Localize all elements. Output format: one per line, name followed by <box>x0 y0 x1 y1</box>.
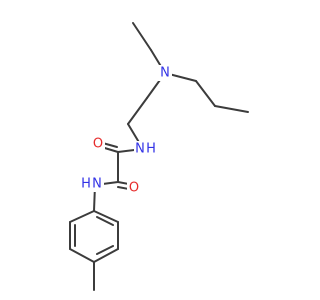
amide-hydrogen-bottom-label: H <box>81 177 91 192</box>
molecule-structure: N N H O O H N <box>69 22 249 291</box>
amide-nitrogen-bottom-label: N <box>92 177 102 192</box>
bond <box>96 216 114 226</box>
bond <box>69 248 95 263</box>
bond <box>93 210 119 223</box>
atom-labels: N N H O O H N <box>80 65 172 196</box>
bond <box>127 97 148 125</box>
bond <box>195 80 216 107</box>
bond <box>93 248 119 263</box>
atom-background <box>80 176 104 192</box>
amine-nitrogen-label: N <box>160 66 170 81</box>
atom-background <box>127 180 141 196</box>
bond <box>96 245 114 255</box>
atom-background <box>134 141 158 157</box>
amide-nitrogen-top-label: N <box>135 142 145 157</box>
bond <box>132 22 152 51</box>
oxygen-bottom-label: O <box>129 181 139 196</box>
bond <box>214 105 249 113</box>
bond <box>69 210 95 223</box>
atom-background <box>91 136 105 152</box>
amide-hydrogen-top-label: H <box>146 142 156 157</box>
oxygen-top-label: O <box>93 137 103 152</box>
bonds <box>69 22 249 291</box>
atom-background <box>158 65 172 81</box>
